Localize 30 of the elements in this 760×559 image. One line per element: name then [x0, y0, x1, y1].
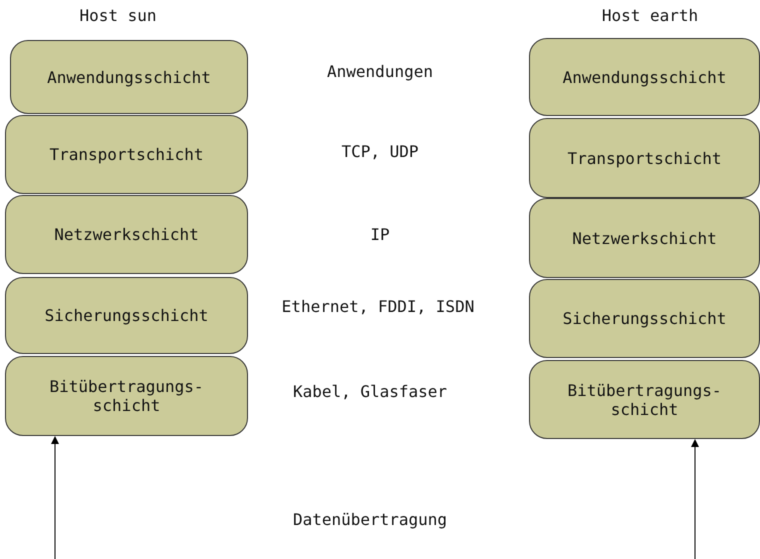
layer-name: Bitübertragungs- schicht	[48, 377, 205, 415]
layer-name: Anwendungsschicht	[46, 68, 212, 86]
layer-name: Transportschicht	[48, 145, 205, 164]
host-name: Host earth	[602, 6, 698, 25]
layer-name: Netzwerkschicht	[571, 228, 718, 248]
layer-box	[10, 40, 248, 114]
layer-name: Sicherungsschicht	[44, 306, 210, 325]
layer-box	[529, 360, 760, 439]
layer-name: Sicherungsschicht	[562, 309, 728, 328]
protocol-label: Ethernet, FDDI, ISDN	[282, 297, 474, 316]
layer-name: Anwendungsschicht	[562, 68, 728, 86]
layer-box	[5, 277, 248, 354]
layer-box	[529, 118, 760, 198]
host-name: Host sun	[79, 6, 157, 25]
layer-name: Bitübertragungs- schicht	[566, 380, 723, 418]
layer-box	[5, 115, 248, 194]
arrow	[51, 436, 59, 559]
caption-text: Datenübertragung	[292, 510, 448, 529]
layer-box	[529, 38, 760, 116]
layer-name: Netzwerkschicht	[53, 225, 200, 244]
protocol-label: Kabel, Glasfaser	[292, 382, 448, 401]
layer-box	[5, 195, 248, 274]
layer-box	[5, 356, 248, 436]
arrow	[691, 439, 699, 559]
protocol-label: Anwendungen	[327, 62, 433, 81]
layer-box	[529, 198, 760, 278]
protocol-label: TCP, UDP	[341, 142, 419, 161]
protocol-label: IP	[370, 225, 390, 244]
layer-box	[529, 279, 760, 358]
layer-name: Transportschicht	[566, 148, 723, 168]
